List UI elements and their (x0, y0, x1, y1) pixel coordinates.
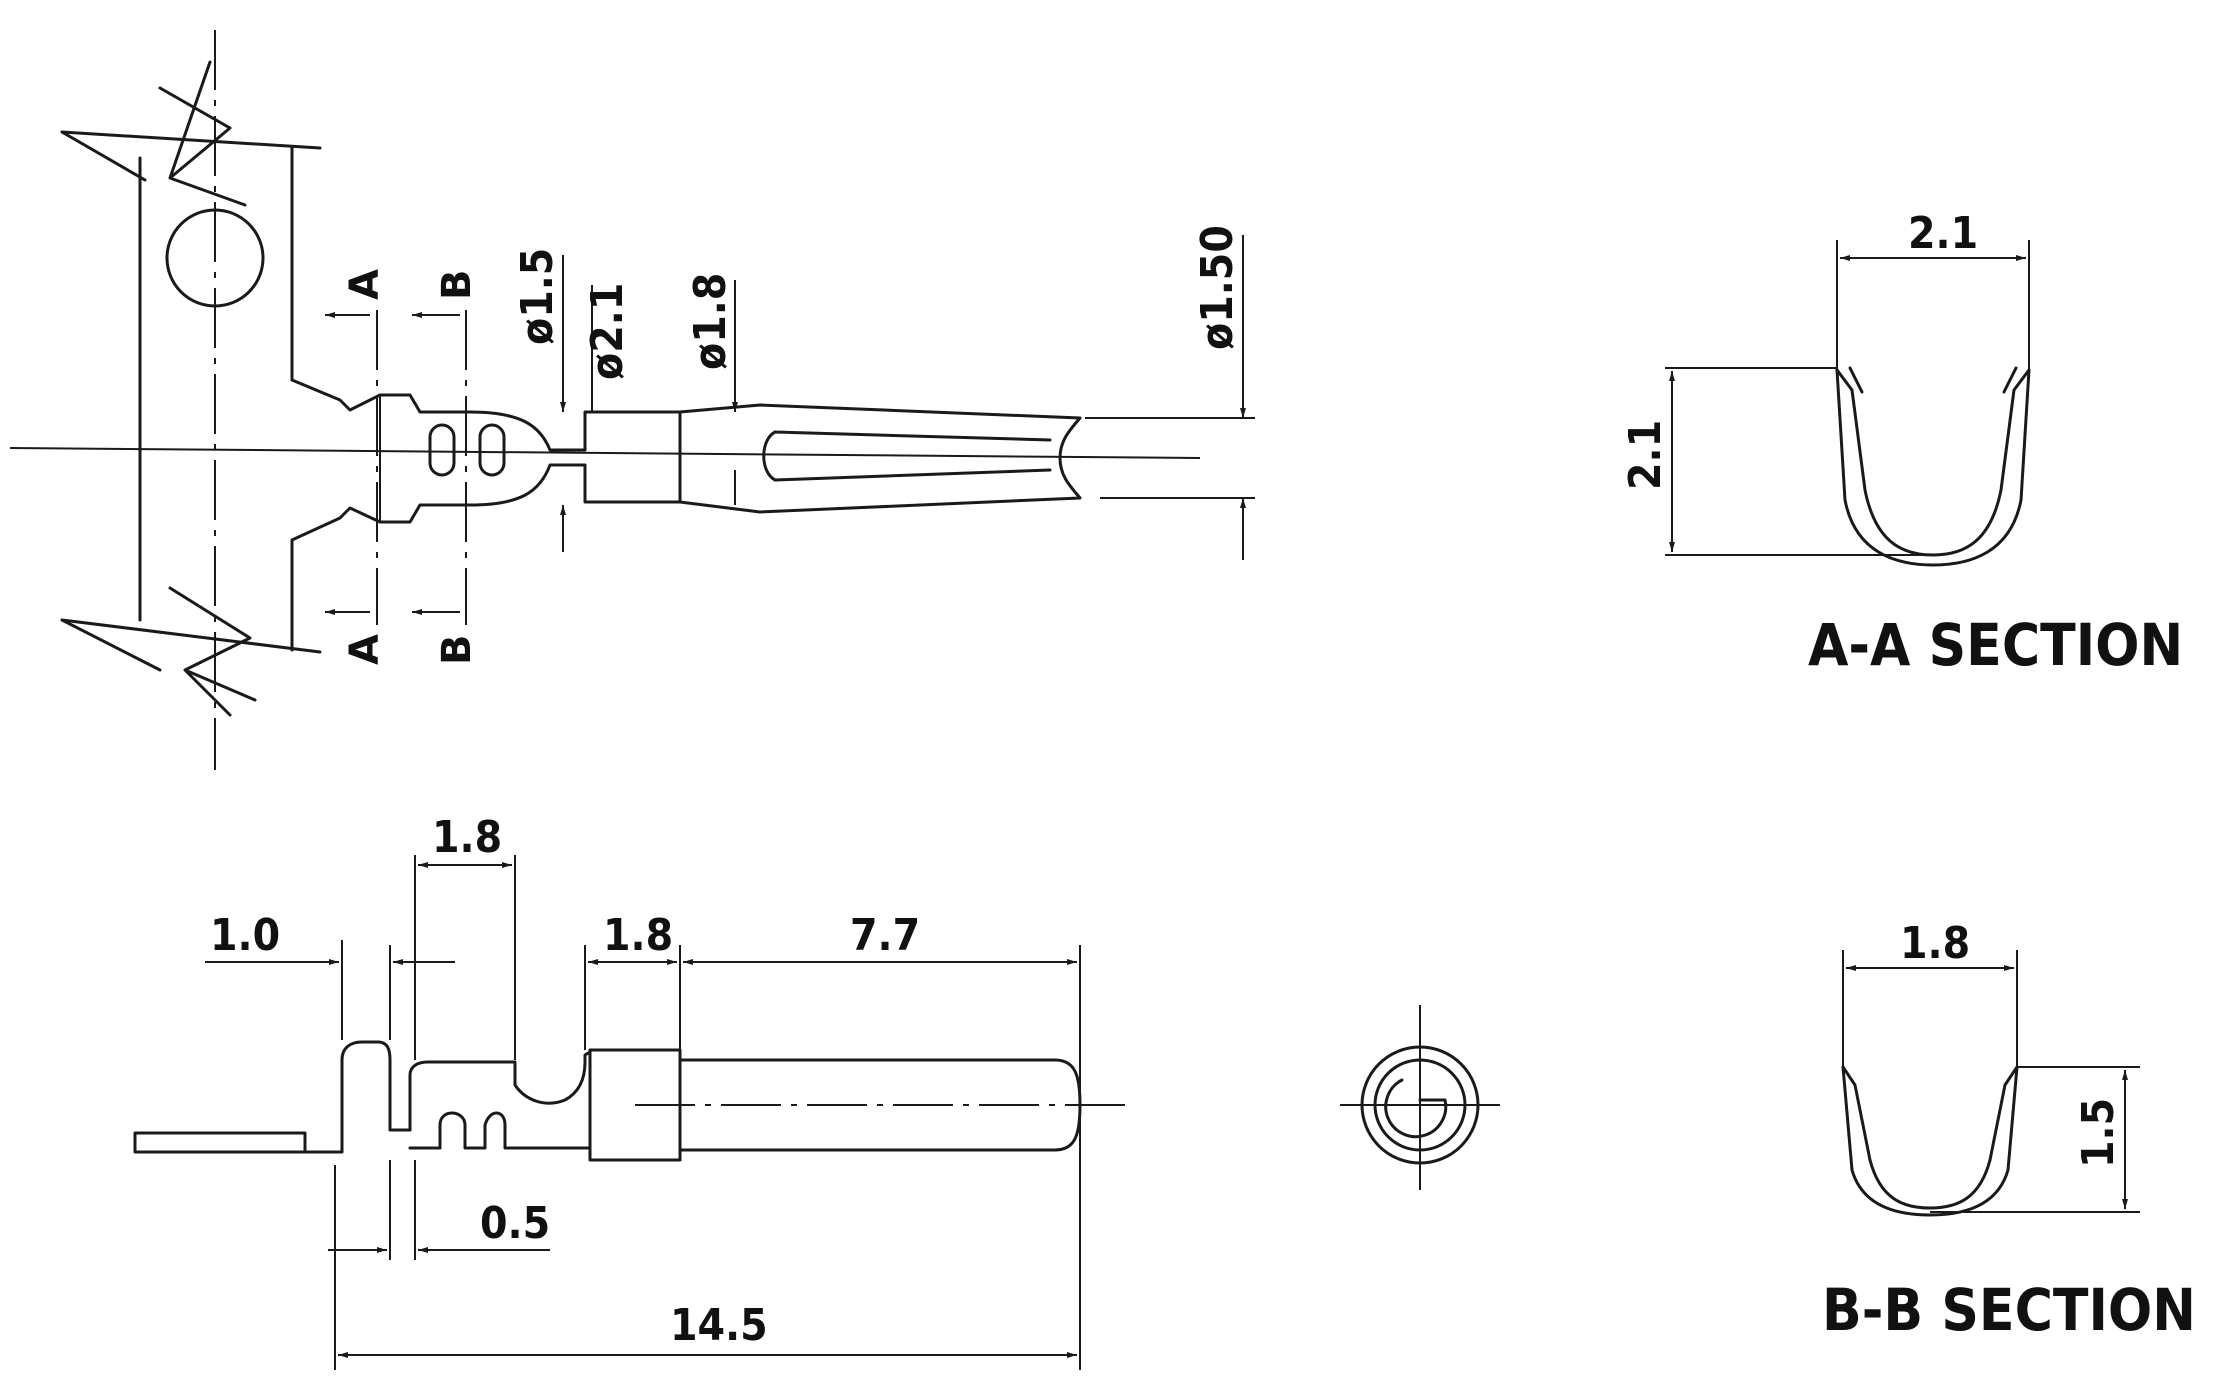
connector-top-outline (290, 378, 682, 652)
bb-height-label: 1.5 (2073, 1098, 2124, 1168)
bb-width-label: 1.8 (1900, 918, 1970, 969)
end-view-inner-ring (1384, 1078, 1448, 1139)
bb-section-view: 1.8 1.5 B-B SECTION (1822, 918, 2196, 1344)
side-crimp-outline (408, 1050, 592, 1150)
dim-14-5: 14.5 (670, 1300, 768, 1351)
dim-1-8-barrel: 1.8 (603, 910, 673, 961)
side-rear-tab (303, 1040, 412, 1154)
slot-right (478, 423, 506, 477)
section-marker-a-top: A (342, 269, 388, 300)
section-marker-b-bottom: B (434, 635, 480, 666)
section-marker-a-bottom: A (342, 634, 388, 665)
dim-diameter-1-5: ø1.5 (512, 248, 563, 345)
pin-centerline (9, 447, 1201, 459)
top-break-line (60, 60, 247, 207)
dim-diameter-1-50: ø1.50 (1192, 225, 1243, 350)
top-view: A A B B ø1.5 ø2.1 ø1.8 ø1.50 (9, 30, 1255, 770)
section-marker-b-top: B (434, 270, 480, 301)
dim-diameter-1-8: ø1.8 (685, 273, 736, 370)
bb-section-title: B-B SECTION (1822, 1276, 2196, 1344)
aa-width-label: 2.1 (1908, 208, 1978, 259)
aa-height-label: 2.1 (1620, 420, 1671, 490)
dim-1-8-top: 1.8 (432, 812, 502, 863)
bb-section-profile (1841, 1065, 2019, 1210)
carrier-strip-outline (60, 130, 322, 654)
aa-section-title: A-A SECTION (1808, 611, 2183, 679)
side-carrier-tab (133, 1131, 307, 1154)
connector-pin-outline (678, 403, 1082, 514)
dim-diameter-2-1: ø2.1 (582, 283, 633, 380)
slot-left (428, 423, 456, 477)
dim-7-7: 7.7 (850, 910, 920, 961)
dim-0-5: 0.5 (480, 1198, 550, 1249)
aa-section-profile (1835, 368, 2031, 557)
bottom-break-line (60, 586, 257, 717)
side-view: 1.0 1.8 1.8 7.7 0.5 14.5 (133, 812, 1130, 1370)
end-view (1340, 1005, 1500, 1190)
dim-1-0: 1.0 (210, 910, 280, 961)
aa-section-view: 2.1 2.1 A-A SECTION (1620, 208, 2183, 679)
